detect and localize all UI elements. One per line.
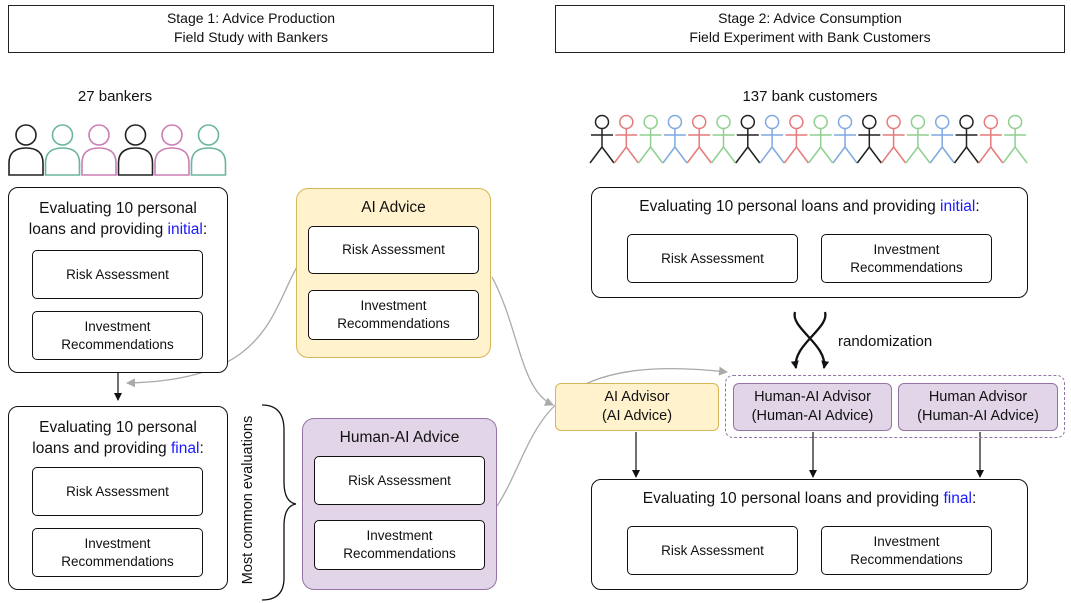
stage2-subtitle: Field Experiment with Bank Customers bbox=[689, 29, 931, 45]
banker-icons bbox=[8, 124, 227, 176]
customer-stick-figure-icon bbox=[589, 114, 615, 164]
keyword-initial: initial bbox=[940, 198, 976, 215]
customers-count: 137 bank customers bbox=[742, 88, 878, 105]
customer-stick-figure-icon bbox=[929, 114, 955, 164]
stage1-title: Stage 1: Advice Production bbox=[166, 10, 336, 26]
panel-title-line1: Evaluating 10 personal bbox=[39, 419, 197, 436]
randomization-arrow-a bbox=[793, 311, 830, 369]
human-ai-advisor-box: Human-AI Advisor(Human-AI Advice) bbox=[733, 383, 892, 431]
customer-stick-figure-icon bbox=[613, 114, 639, 164]
banker-person-icon bbox=[154, 124, 190, 176]
banker-person-icon bbox=[44, 124, 81, 176]
randomization-label: randomization bbox=[838, 333, 933, 350]
panel-title-line2: loans and providing bbox=[28, 221, 168, 238]
customer-stick-figure-icon bbox=[905, 114, 931, 164]
customer-stick-figure-icon bbox=[953, 114, 980, 164]
ai-advice-to-ai-advisor-curve bbox=[491, 276, 554, 406]
customer-icons bbox=[589, 114, 1028, 164]
customer-stick-figure-icon bbox=[735, 114, 761, 164]
ai-advice-title: AI Advice bbox=[361, 199, 426, 216]
keyword-final: final bbox=[943, 490, 972, 507]
customer-stick-figure-icon bbox=[832, 114, 858, 164]
stage2-header: Stage 2: Advice Consumption Field Experi… bbox=[555, 5, 1065, 53]
stage1-header: Stage 1: Advice Production Field Study w… bbox=[8, 5, 494, 53]
most-common-evaluations-label: Most common evaluations bbox=[240, 415, 256, 585]
keyword-initial: initial bbox=[167, 221, 203, 238]
brace-icon bbox=[261, 404, 297, 601]
panel-title-line1: Evaluating 10 personal bbox=[39, 200, 197, 217]
ai-advisor-box: AI Advisor(AI Advice) bbox=[555, 383, 719, 431]
keyword-final: final bbox=[171, 440, 200, 457]
bankers-count: 27 bankers bbox=[77, 88, 153, 105]
panel-title-line2: loans and providing bbox=[32, 440, 171, 457]
banker-person-icon bbox=[8, 124, 44, 176]
risk-assessment-box: Risk Assessment bbox=[627, 234, 798, 283]
risk-assessment-box: Risk Assessment bbox=[32, 467, 203, 516]
human-advisor-box: Human Advisor(Human-AI Advice) bbox=[898, 383, 1058, 431]
customer-stick-figure-icon bbox=[808, 114, 834, 164]
banker-person-icon bbox=[190, 124, 227, 176]
customer-stick-figure-icon bbox=[880, 114, 907, 164]
customer-stick-figure-icon bbox=[662, 114, 688, 164]
risk-assessment-box: Risk Assessment bbox=[32, 250, 203, 299]
banker-person-icon bbox=[117, 124, 154, 176]
customer-stick-figure-icon bbox=[783, 114, 810, 164]
banker-person-icon bbox=[81, 124, 117, 176]
customer-stick-figure-icon bbox=[686, 114, 712, 164]
stage2-title: Stage 2: Advice Consumption bbox=[718, 10, 902, 26]
panel-title: Evaluating 10 personal loans and providi… bbox=[639, 198, 941, 215]
customer-stick-figure-icon bbox=[1002, 114, 1028, 164]
ai-advice-to-bankers-curve bbox=[126, 252, 307, 388]
randomization-arrow-b bbox=[790, 311, 827, 369]
randomized-advisors-group bbox=[725, 375, 1065, 438]
stage1-subtitle: Field Study with Bankers bbox=[173, 29, 329, 45]
risk-assessment-box: Risk Assessment bbox=[308, 226, 479, 274]
human-ai-advice-title: Human-AI Advice bbox=[339, 429, 460, 446]
risk-assessment-box: Risk Assessment bbox=[314, 456, 485, 505]
risk-assessment-box: Risk Assessment bbox=[627, 526, 798, 575]
customer-stick-figure-icon bbox=[978, 114, 1004, 164]
customer-stick-figure-icon bbox=[856, 114, 882, 164]
customer-stick-figure-icon bbox=[710, 114, 737, 164]
customer-stick-figure-icon bbox=[637, 114, 664, 164]
panel-title: Evaluating 10 personal loans and providi… bbox=[642, 490, 944, 507]
customer-stick-figure-icon bbox=[759, 114, 785, 164]
human-ai-advice-to-group-curve bbox=[496, 366, 728, 507]
